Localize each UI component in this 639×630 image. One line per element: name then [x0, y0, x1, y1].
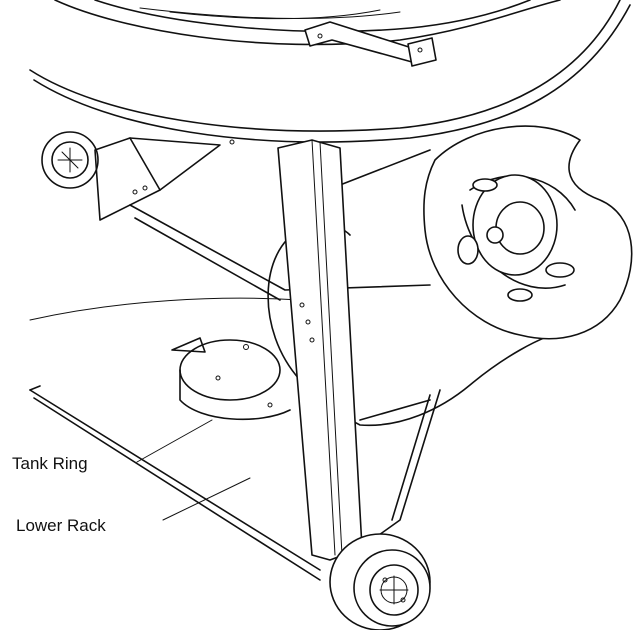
left-leg-bracket — [94, 137, 235, 221]
floor-line — [29, 297, 301, 321]
tank-shield — [423, 125, 633, 340]
lower-rack — [29, 385, 441, 581]
grill-bowl — [29, 0, 631, 143]
lower-rack-leader — [162, 477, 251, 521]
tank-ring — [171, 337, 291, 421]
cross-brace — [129, 149, 431, 301]
lower-rack-label: Lower Rack — [16, 516, 106, 535]
tank-ring-label: Tank Ring — [12, 454, 88, 473]
tank-ring-leader — [136, 419, 213, 463]
wheel — [329, 533, 431, 630]
front-leg — [277, 139, 363, 561]
control-knob — [41, 131, 99, 189]
